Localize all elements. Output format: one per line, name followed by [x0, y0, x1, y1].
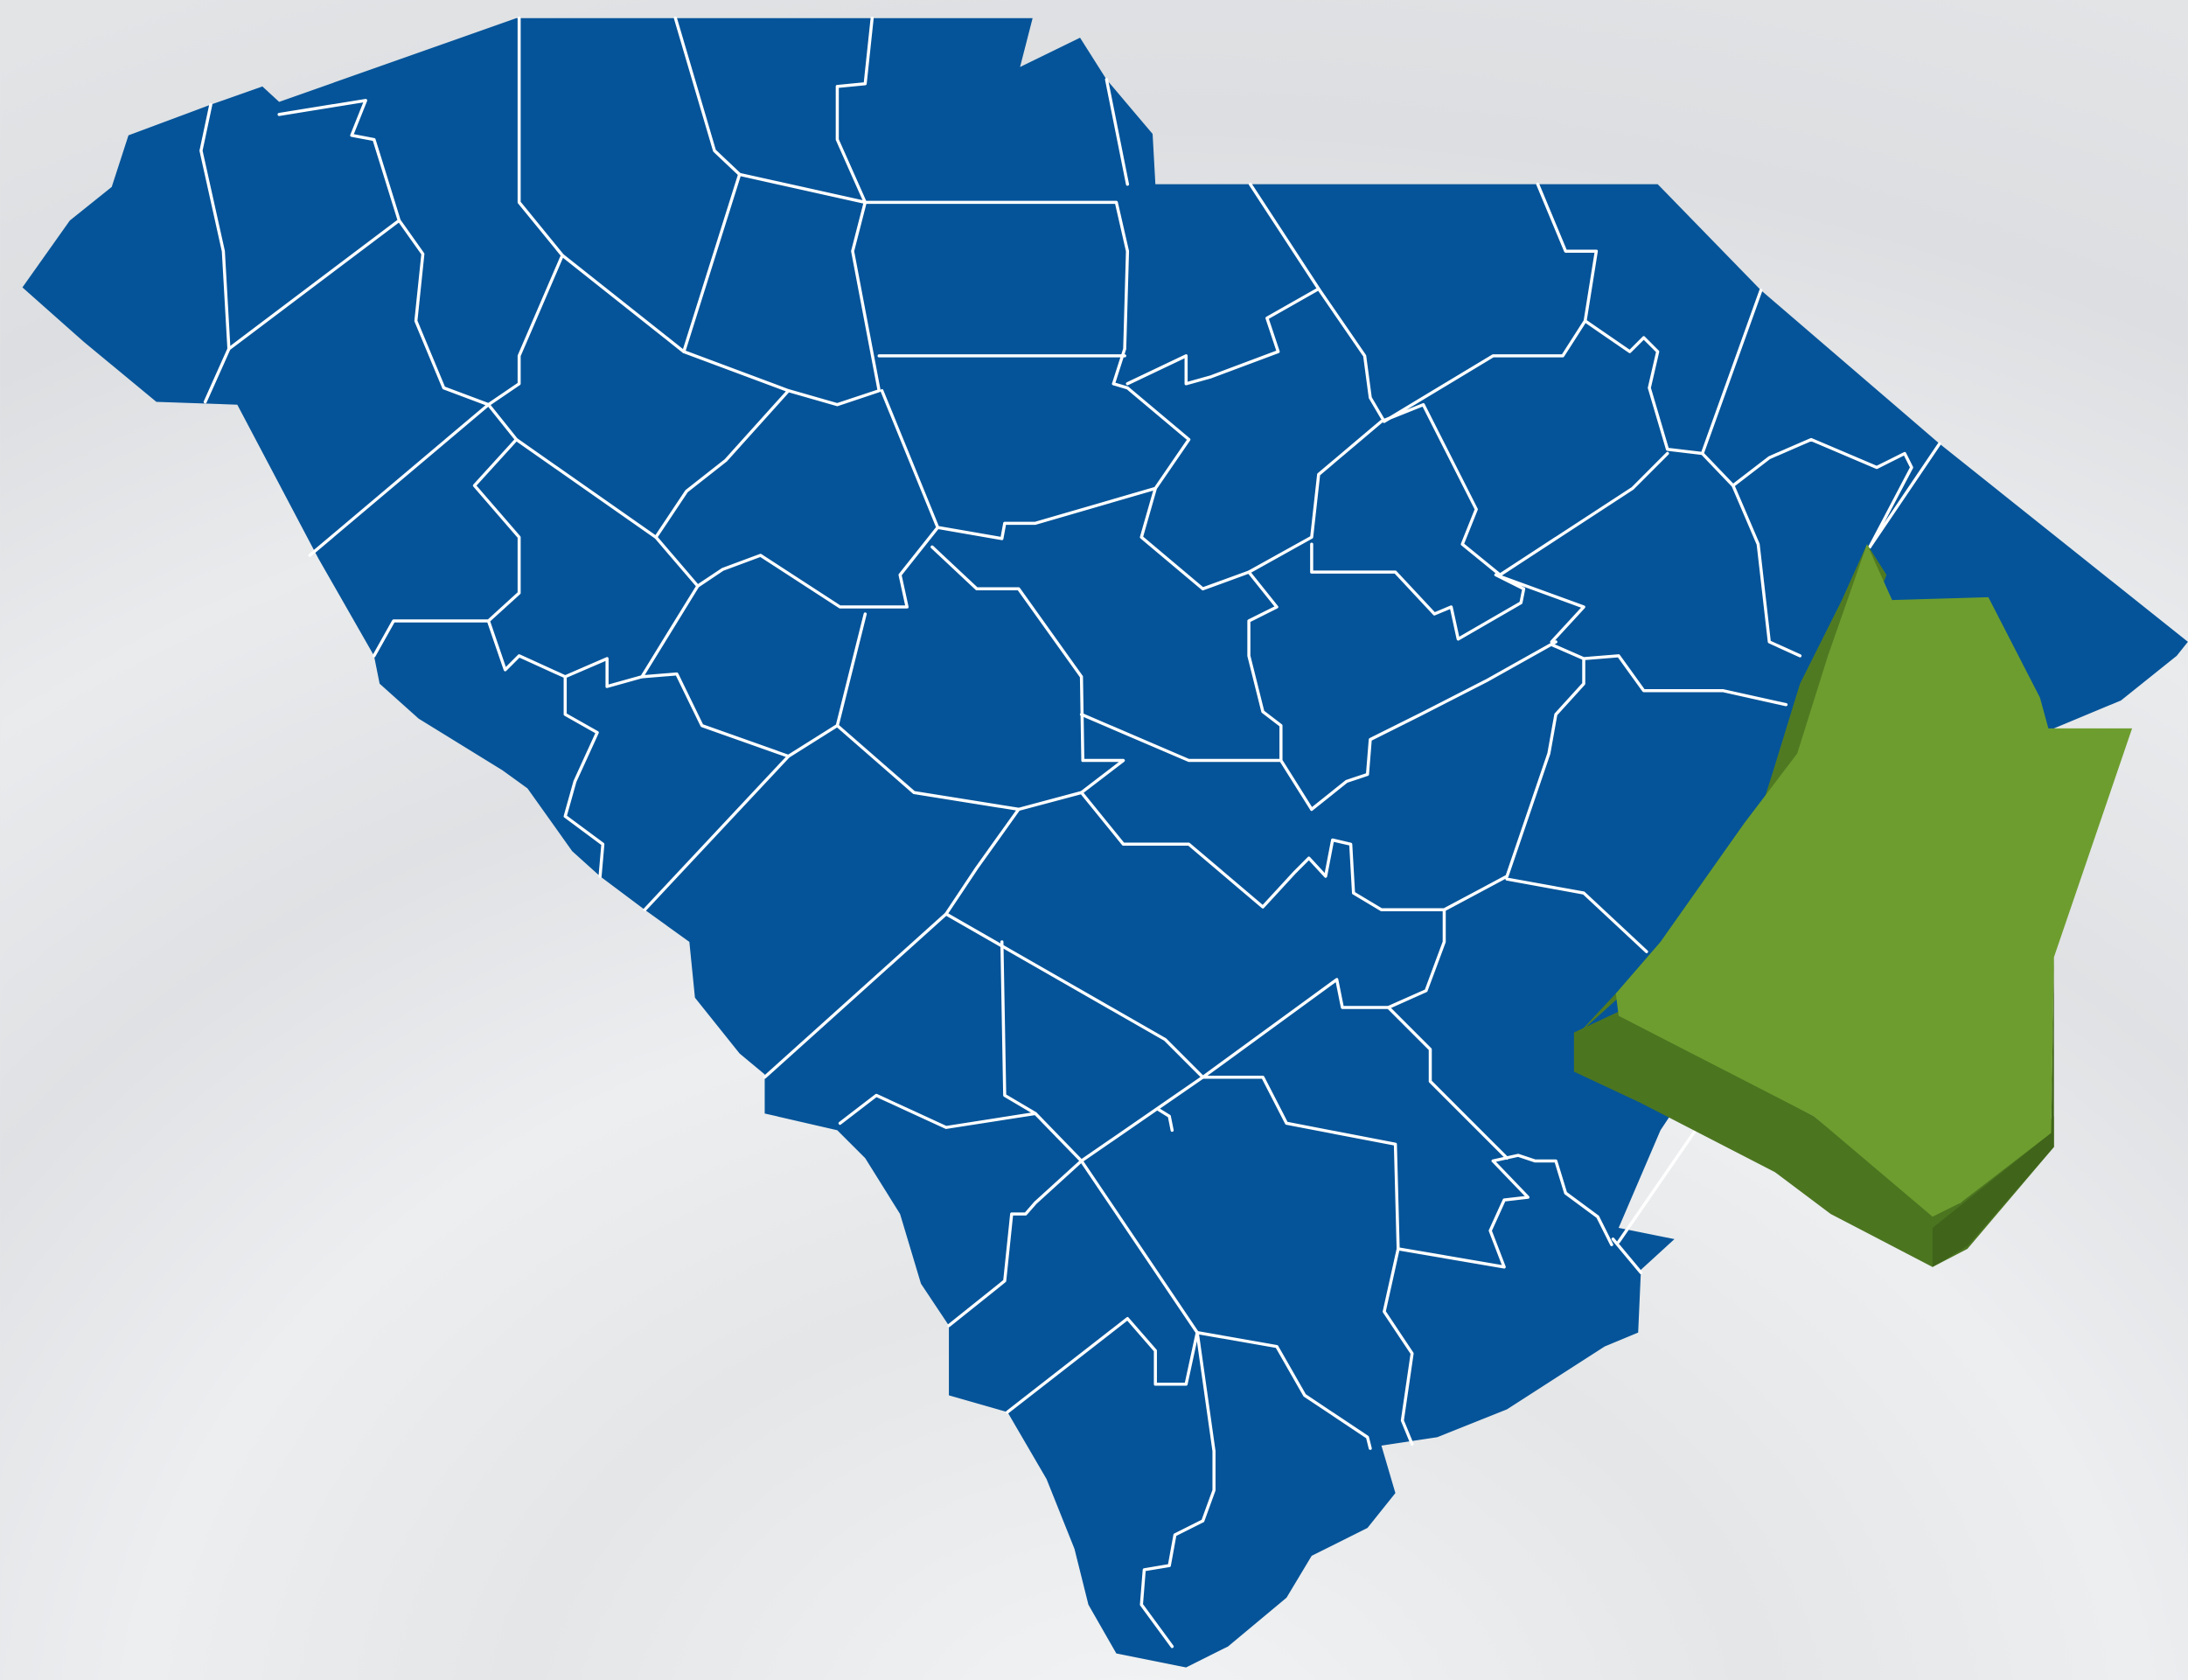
highlighted-county-horry[interactable] — [1573, 544, 2133, 1267]
county-border — [1104, 78, 1130, 186]
county-border — [308, 254, 564, 557]
county-border — [880, 382, 1191, 540]
county-border — [654, 388, 791, 540]
county-border — [1310, 542, 1585, 644]
county-border — [1317, 182, 1599, 423]
county-border — [1310, 640, 1557, 812]
county-border — [1079, 713, 1283, 763]
county-border — [1125, 182, 1320, 386]
county-border — [1247, 570, 1313, 812]
county-border — [227, 99, 401, 351]
county-border — [1139, 402, 1502, 591]
county-border — [1731, 437, 1913, 549]
county-border — [1505, 877, 1648, 953]
county-border — [944, 912, 1205, 1079]
county-border — [1006, 1317, 1372, 1450]
county-border — [1498, 451, 1669, 577]
county-border — [682, 16, 881, 407]
county-borders — [199, 16, 1941, 1649]
county-border — [517, 16, 868, 353]
county-border — [643, 612, 868, 912]
county-border — [947, 1159, 1084, 1328]
county-border — [199, 102, 231, 404]
county-border — [563, 675, 605, 878]
county-border — [763, 807, 1021, 1079]
county-border — [673, 16, 742, 177]
county-border — [1868, 442, 1941, 549]
county-border — [486, 619, 791, 758]
county-border — [835, 545, 1125, 812]
county-border — [372, 402, 521, 658]
highlight-side-left — [1577, 544, 1887, 1035]
highlight-side-right — [1932, 957, 2054, 1267]
highlight-side-shadow — [1573, 1011, 2054, 1267]
county-border — [1139, 1449, 1216, 1649]
county-border — [696, 526, 940, 609]
county-border — [1079, 791, 1446, 912]
county-border — [1583, 289, 1763, 456]
county-border — [1582, 654, 1788, 707]
county-border — [1611, 1237, 1643, 1274]
state-outline — [22, 17, 2188, 1668]
county-border — [397, 219, 491, 407]
county-border — [1156, 1107, 1174, 1133]
county-border — [640, 584, 700, 679]
county-border — [838, 1093, 1037, 1129]
county-border — [1700, 451, 1802, 658]
highlight-top — [1615, 544, 2133, 1217]
county-border — [1386, 1006, 1509, 1161]
county-border — [1617, 1114, 1707, 1244]
county-border — [863, 200, 1130, 386]
